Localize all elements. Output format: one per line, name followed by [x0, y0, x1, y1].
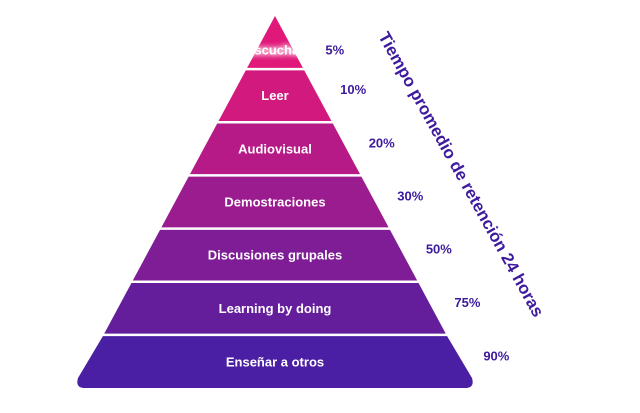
tier-label-2: Leer [261, 88, 288, 103]
pyramid-tier-1 [247, 16, 303, 68]
retention-percent-labels: 5% 10% 20% 30% 50% 75% 90% [325, 42, 509, 363]
tier-label-4: Demostraciones [224, 195, 325, 210]
pyramid-tier-3 [189, 123, 361, 175]
retention-percent-2: 10% [340, 82, 366, 97]
retention-percent-3: 20% [369, 135, 395, 150]
pyramid-tiers [77, 16, 473, 388]
pyramid-tier-4 [161, 176, 389, 228]
pyramid-tier-labels: EscucharLeerAudiovisualDemostracionesDis… [208, 42, 342, 369]
tier-label-5: Discusiones grupales [208, 248, 342, 263]
pyramid-tier-7 [77, 336, 473, 388]
retention-percent-5: 50% [426, 242, 452, 257]
tier-label-3: Audiovisual [238, 141, 312, 156]
pyramid-tier-2 [218, 70, 332, 122]
tier-label-1: Escuchar [246, 42, 305, 57]
pyramid-tier-5 [132, 229, 418, 281]
retention-percent-1: 5% [325, 42, 344, 57]
pyramid-tier-6 [104, 282, 446, 334]
retention-percent-7: 90% [483, 349, 509, 364]
retention-percent-4: 30% [397, 189, 423, 204]
retention-percent-6: 75% [454, 295, 480, 310]
tier-label-6: Learning by doing [219, 301, 332, 316]
tier-label-7: Enseñar a otros [226, 355, 324, 370]
